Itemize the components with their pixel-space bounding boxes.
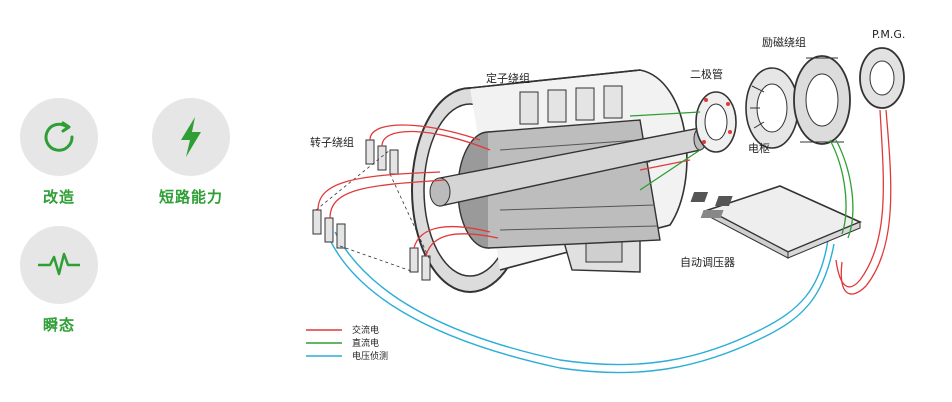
pmg-label: P.M.G. bbox=[872, 28, 905, 41]
feature-label: 改造 bbox=[42, 188, 75, 206]
exciter-winding-label: 励磁绕组 bbox=[762, 35, 806, 49]
feature-circle bbox=[20, 226, 98, 304]
rotor-connector-group-left bbox=[312, 209, 346, 249]
avr-board bbox=[690, 185, 863, 259]
feature-label: 瞬态 bbox=[42, 316, 75, 334]
legend-label-sense: 电压侦测 bbox=[352, 350, 388, 362]
feature-circle bbox=[20, 98, 98, 176]
pmg bbox=[859, 47, 905, 109]
feature-short-circuit: 短路能力 bbox=[136, 98, 246, 207]
feature-circle bbox=[152, 98, 230, 176]
lightning-icon bbox=[181, 117, 201, 157]
avr-label: 自动调压器 bbox=[680, 256, 735, 269]
armature bbox=[745, 67, 799, 149]
voltage-sense-wire bbox=[334, 231, 829, 366]
exciter-winding bbox=[793, 55, 851, 145]
feature-label: 短路能力 bbox=[158, 188, 223, 206]
ac-wires bbox=[317, 109, 892, 295]
dc-wires bbox=[629, 111, 854, 239]
feature-retrofit: 改造 bbox=[4, 98, 114, 207]
feature-transient: 瞬态 bbox=[4, 226, 114, 335]
legend-label-dc: 直流电 bbox=[352, 337, 379, 349]
legend: 交流电 直流电 电压侦测 bbox=[306, 324, 388, 362]
diode-label: 二极管 bbox=[690, 67, 723, 81]
armature-label: 电枢 bbox=[748, 141, 770, 155]
legend-label-ac: 交流电 bbox=[352, 324, 379, 336]
waveform-icon bbox=[38, 252, 80, 276]
rotor-winding-label: 转子绕组 bbox=[310, 135, 354, 149]
diode-ring bbox=[695, 91, 737, 153]
stator-winding-label: 定子绕组 bbox=[486, 71, 530, 85]
rotor-connector-group-top bbox=[365, 139, 399, 175]
refresh-icon bbox=[44, 121, 74, 152]
